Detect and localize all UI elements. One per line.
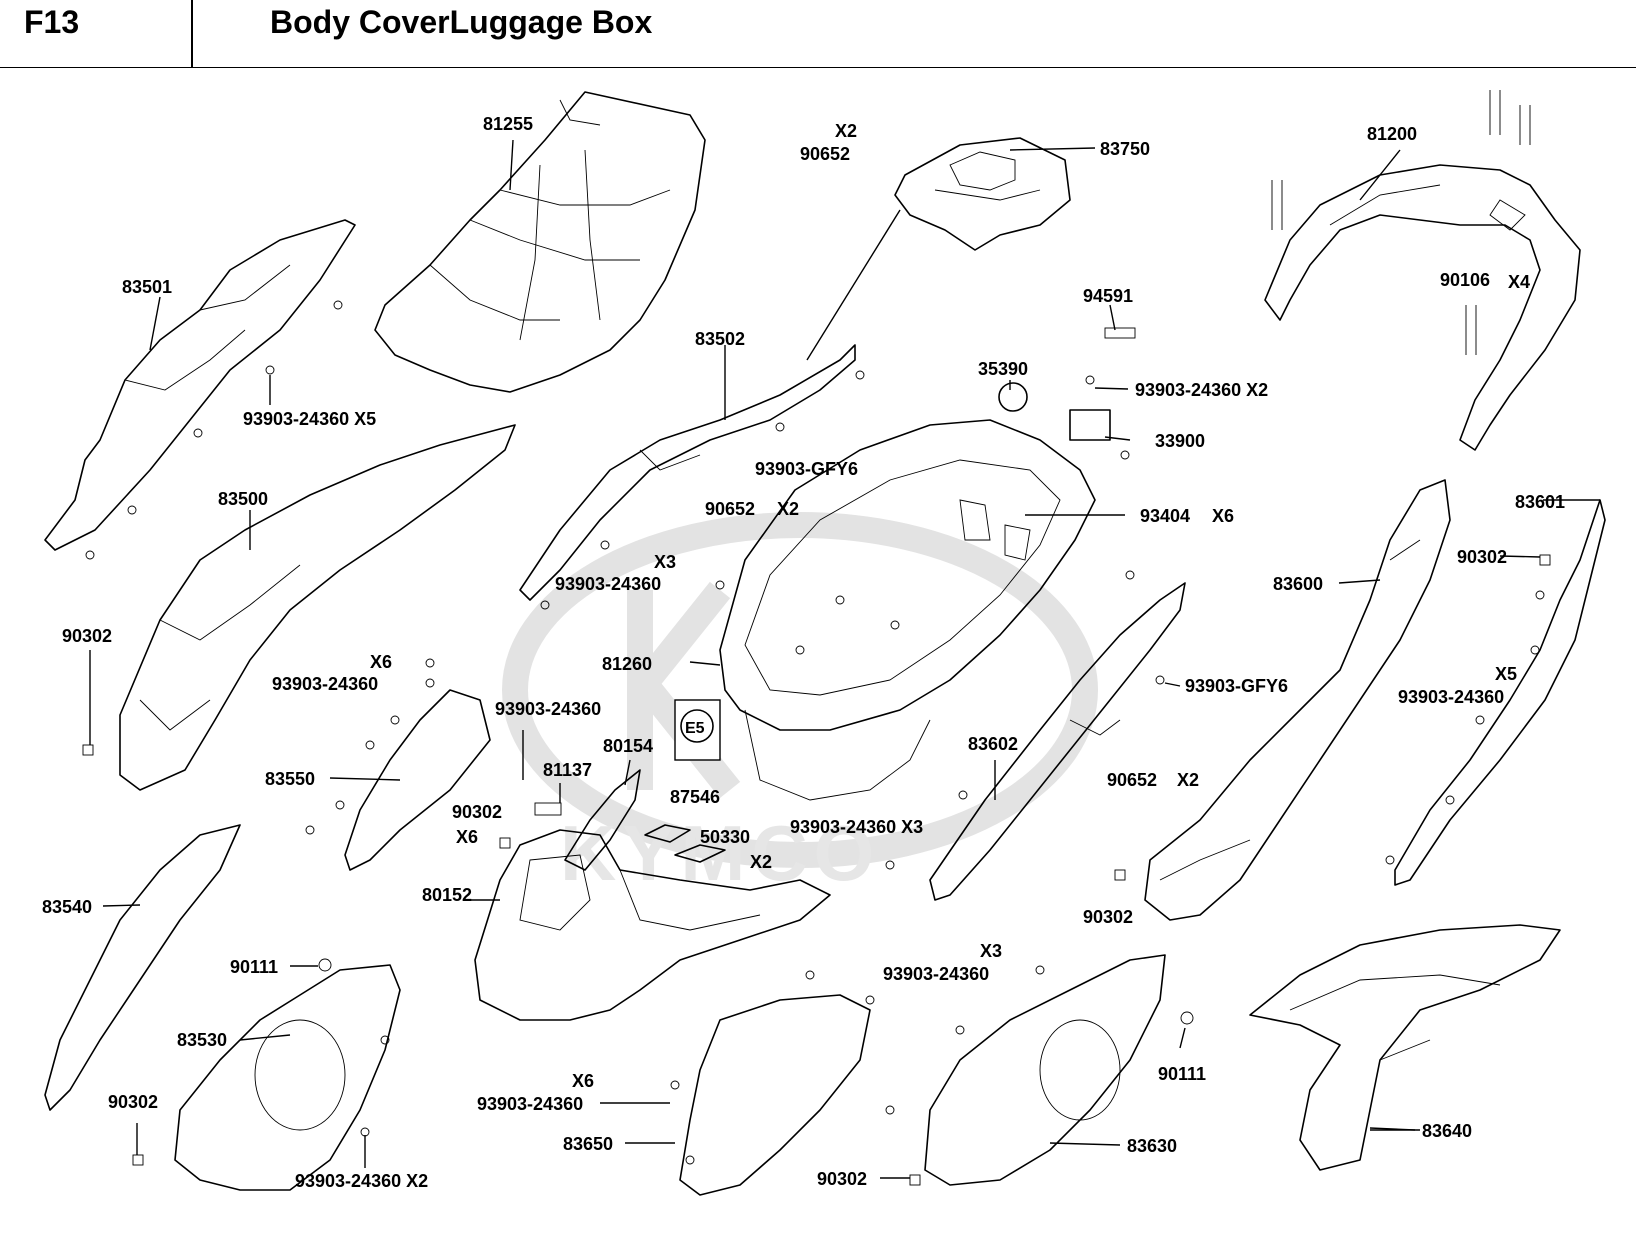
part-label: 90302 — [452, 802, 502, 822]
part-label: X6 — [572, 1071, 594, 1091]
part-label: X3 — [654, 552, 676, 572]
part-label: 83601 — [1515, 492, 1565, 512]
part-label: 83750 — [1100, 139, 1150, 159]
cover-83502[interactable] — [519, 344, 856, 601]
part-label: 83602 — [968, 734, 1018, 754]
part-label: 93903-GFY6 — [755, 459, 858, 479]
cover-83501[interactable] — [44, 219, 356, 551]
part-label: 83502 — [695, 329, 745, 349]
part-label: 93903-24360 X2 — [1135, 380, 1268, 400]
part-label: 83650 — [563, 1134, 613, 1154]
cover-83601[interactable] — [1394, 499, 1606, 886]
part-label: 93903-24360 — [883, 964, 989, 984]
cover-83550[interactable] — [344, 689, 491, 871]
part-label: X6 — [370, 652, 392, 672]
part-label: 50330 — [700, 827, 750, 847]
part-label: 81255 — [483, 114, 533, 134]
part-label: 83600 — [1273, 574, 1323, 594]
carrier-81200[interactable] — [1264, 90, 1581, 451]
part-label: 93903-24360 X5 — [243, 409, 376, 429]
part-label: 83540 — [42, 897, 92, 917]
part-label: 93903-24360 — [495, 699, 601, 719]
part-label: 90302 — [1083, 907, 1133, 927]
cover-83602[interactable] — [929, 582, 1186, 901]
part-label: 93404 — [1140, 506, 1190, 526]
page-title: Body CoverLuggage Box — [270, 4, 653, 40]
label-87546[interactable]: E5 — [674, 699, 721, 761]
part-label: X3 — [980, 941, 1002, 961]
part-labels: 81255 X2 90652 83750 81200 83501 90106 X… — [42, 114, 1565, 1191]
part-label: X6 — [1212, 506, 1234, 526]
part-label: X2 — [777, 499, 799, 519]
header-divider — [191, 0, 193, 68]
part-label: 90652 — [1107, 770, 1157, 790]
part-label: 35390 — [978, 359, 1028, 379]
part-label: 90652 — [800, 144, 850, 164]
part-label: 83501 — [122, 277, 172, 297]
cover-83600[interactable] — [1144, 479, 1451, 921]
sticker-50330[interactable] — [644, 824, 726, 863]
part-label: 83550 — [265, 769, 315, 789]
part-label: 90652 — [705, 499, 755, 519]
part-label: X4 — [1508, 272, 1530, 292]
part-label: X5 — [1495, 664, 1517, 684]
header-bar: F13 Body CoverLuggage Box — [0, 0, 1636, 68]
part-label: 90302 — [108, 1092, 158, 1112]
part-label: 87546 — [670, 787, 720, 807]
part-label: 90302 — [62, 626, 112, 646]
cover-83530[interactable] — [174, 964, 401, 1191]
seat-81255[interactable] — [374, 91, 706, 393]
part-label: 83640 — [1422, 1121, 1472, 1141]
part-label: 90111 — [230, 957, 278, 977]
part-label: 93903-24360 — [1398, 687, 1504, 707]
part-label: 81200 — [1367, 124, 1417, 144]
page-code: F13 — [24, 4, 80, 40]
luggage-box-81260[interactable] — [719, 419, 1096, 801]
cover-83500[interactable] — [119, 424, 516, 791]
cover-83650[interactable] — [679, 994, 871, 1196]
cover-83750[interactable] — [894, 137, 1071, 251]
part-label: 81137 — [543, 760, 592, 780]
part-label: 93903-24360 — [272, 674, 378, 694]
part-label: 90302 — [1457, 547, 1507, 567]
part-label: 80152 — [422, 885, 472, 905]
part-label: 93903-24360 — [477, 1094, 583, 1114]
e5-mark: E5 — [685, 720, 705, 737]
part-label: X2 — [1177, 770, 1199, 790]
part-label: 33900 — [1155, 431, 1205, 451]
part-label: 83530 — [177, 1030, 227, 1050]
cover-80154[interactable] — [564, 769, 641, 871]
part-label: X6 — [456, 827, 478, 847]
part-label: 93903-24360 X3 — [790, 817, 923, 837]
cover-83640[interactable] — [1249, 924, 1561, 1171]
part-label: 90302 — [817, 1169, 867, 1189]
part-label: 94591 — [1083, 286, 1133, 306]
part-label: 81260 — [602, 654, 652, 674]
part-label: 90106 — [1440, 270, 1490, 290]
part-label: 90111 — [1158, 1064, 1206, 1084]
cover-83630[interactable] — [924, 954, 1166, 1186]
part-label: 83630 — [1127, 1136, 1177, 1156]
cover-80152[interactable] — [474, 829, 831, 1021]
part-label: 93903-24360 — [555, 574, 661, 594]
part-label: 83500 — [218, 489, 268, 509]
leader-lines — [89, 139, 1600, 1179]
cover-83540[interactable] — [44, 824, 241, 1111]
part-label: 93903-24360 X2 — [295, 1171, 428, 1191]
part-label: X2 — [835, 121, 857, 141]
fasteners — [82, 300, 1551, 1186]
part-label: 80154 — [603, 736, 653, 756]
part-label: 93903-GFY6 — [1185, 676, 1288, 696]
part-label: X2 — [750, 852, 772, 872]
